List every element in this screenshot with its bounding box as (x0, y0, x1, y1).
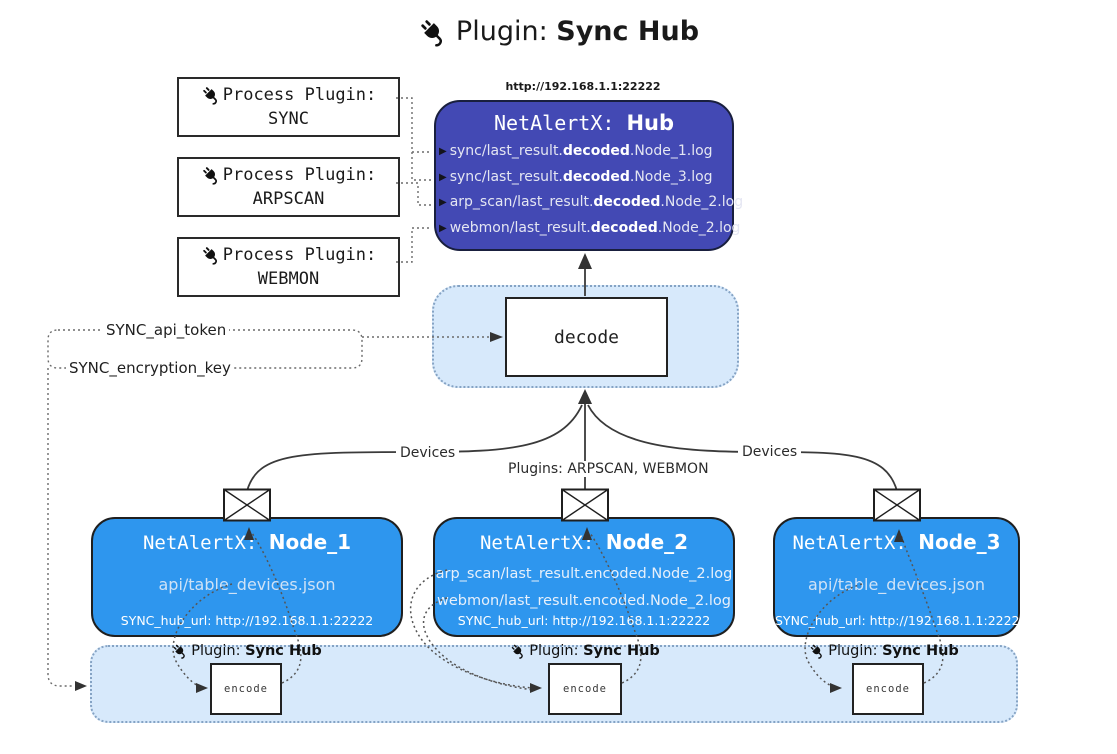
sync-api-token-label: SYNC_api_token (103, 321, 230, 339)
edge-label-devices-left: Devices (396, 445, 460, 461)
page-title: Plugin: Sync Hub (0, 16, 1117, 47)
node1-file: api/table_devices.json (158, 575, 336, 594)
process-plugin-label: Process Plugin: (222, 245, 377, 265)
arrowhead-up (578, 389, 592, 404)
process-plugin-label: Process Plugin: (222, 85, 377, 105)
node3-file: api/table_devices.json (807, 575, 985, 594)
band-plugin-label-2: Plugin: Sync Hub (495, 643, 675, 659)
process-plugin-arpscan-line1: Process Plugin: (201, 163, 377, 187)
encode1-box: encode (210, 663, 282, 715)
node1-hub-url: SYNC_hub_url: http://192.168.1.1:22222 (120, 613, 374, 628)
plug-icon (201, 245, 221, 265)
title-name: Sync Hub (556, 16, 700, 47)
hub-box: NetAlertX: Hub ▶sync/last_result.decoded… (434, 100, 744, 251)
envelope-icon (873, 488, 921, 522)
arrowhead-up (578, 253, 592, 269)
band-plugin-label-3: Plugin: Sync Hub (794, 643, 974, 659)
connector-arpscan-to-hub (396, 182, 432, 206)
node2-file: arp_scan/last_result.encoded.Node_2.log (435, 566, 733, 582)
node2-hub-url: SYNC_hub_url: http://192.168.1.1:22222 (457, 613, 711, 628)
title-prefix: Plugin: (455, 16, 557, 47)
band-plugin-label-1: Plugin: Sync Hub (157, 643, 337, 659)
plug-icon (172, 643, 188, 659)
encode2-box: encode (548, 663, 622, 715)
hub-row: ▶sync/last_result.decoded.Node_3.log (439, 168, 713, 185)
hub-title: NetAlertX: Hub (436, 111, 732, 135)
node2-file: webmon/last_result.encoded.Node_2.log (436, 593, 731, 609)
plug-icon (809, 643, 825, 659)
hub-row: ▶arp_scan/last_result.decoded.Node_2.log (439, 194, 744, 210)
row-arrow-icon: ▶ (439, 146, 447, 157)
hub-url-label: http://192.168.1.1:22222 (505, 80, 661, 93)
process-plugin-webmon-line1: Process Plugin: (201, 243, 377, 267)
row-arrow-icon: ▶ (439, 222, 447, 234)
node1-box: NetAlertX: Node_1 api/table_devices.json… (91, 517, 403, 637)
plug-icon (418, 17, 448, 47)
process-plugin-box-arpscan: Process Plugin: ARPSCAN (177, 157, 400, 217)
envelope-icon (561, 488, 609, 522)
process-plugin-name: SYNC (268, 109, 309, 129)
node2-title: NetAlertX: Node_2 (479, 530, 689, 554)
title-text: Plugin: Sync Hub (456, 16, 699, 47)
connector-sync-to-hub (396, 97, 432, 181)
plug-icon (201, 85, 221, 105)
node1-title: NetAlertX: Node_1 (142, 530, 352, 554)
hub-row: ▶webmon/last_result.decoded.Node_2.log (439, 219, 741, 236)
encode3-box: encode (852, 663, 924, 715)
process-plugin-label: Process Plugin: (222, 165, 377, 185)
hub-rows: ▶sync/last_result.decoded.Node_1.log ▶sy… (436, 139, 744, 241)
process-plugin-box-sync: Process Plugin: SYNC (177, 77, 400, 137)
edge-label-devices-right: Devices (738, 444, 802, 460)
process-plugin-sync-line1: Process Plugin: (201, 83, 377, 107)
hub-row: ▶sync/last_result.decoded.Node_1.log (439, 143, 713, 159)
arrowhead (75, 681, 87, 691)
row-arrow-icon: ▶ (439, 197, 447, 208)
hub-title-prefix: NetAlertX: (493, 111, 627, 135)
connector-secrets-to-band (47, 368, 74, 687)
row-arrow-icon: ▶ (439, 171, 447, 183)
decode-box: decode (505, 297, 668, 377)
plug-icon (510, 643, 526, 659)
hub-title-name: Hub (626, 111, 674, 135)
edge-label-plugins: Plugins: ARPSCAN, WEBMON (504, 461, 713, 477)
node2-box: NetAlertX: Node_2 arp_scan/last_result.e… (433, 517, 735, 637)
sync-encryption-key-label: SYNC_encryption_key (66, 359, 234, 377)
process-plugin-name: ARPSCAN (252, 189, 325, 209)
envelope-icon (223, 488, 271, 522)
node3-box: NetAlertX: Node_3 api/table_devices.json… (773, 517, 1028, 637)
process-plugin-box-webmon: Process Plugin: WEBMON (177, 237, 400, 297)
node3-hub-url: SYNC_hub_url: http://192.168.1.1:22222 (775, 613, 1028, 628)
plug-icon (201, 165, 221, 185)
process-plugin-name: WEBMON (257, 269, 320, 289)
node3-title: NetAlertX: Node_3 (792, 530, 1001, 554)
connector-webmon-to-hub (396, 227, 432, 263)
